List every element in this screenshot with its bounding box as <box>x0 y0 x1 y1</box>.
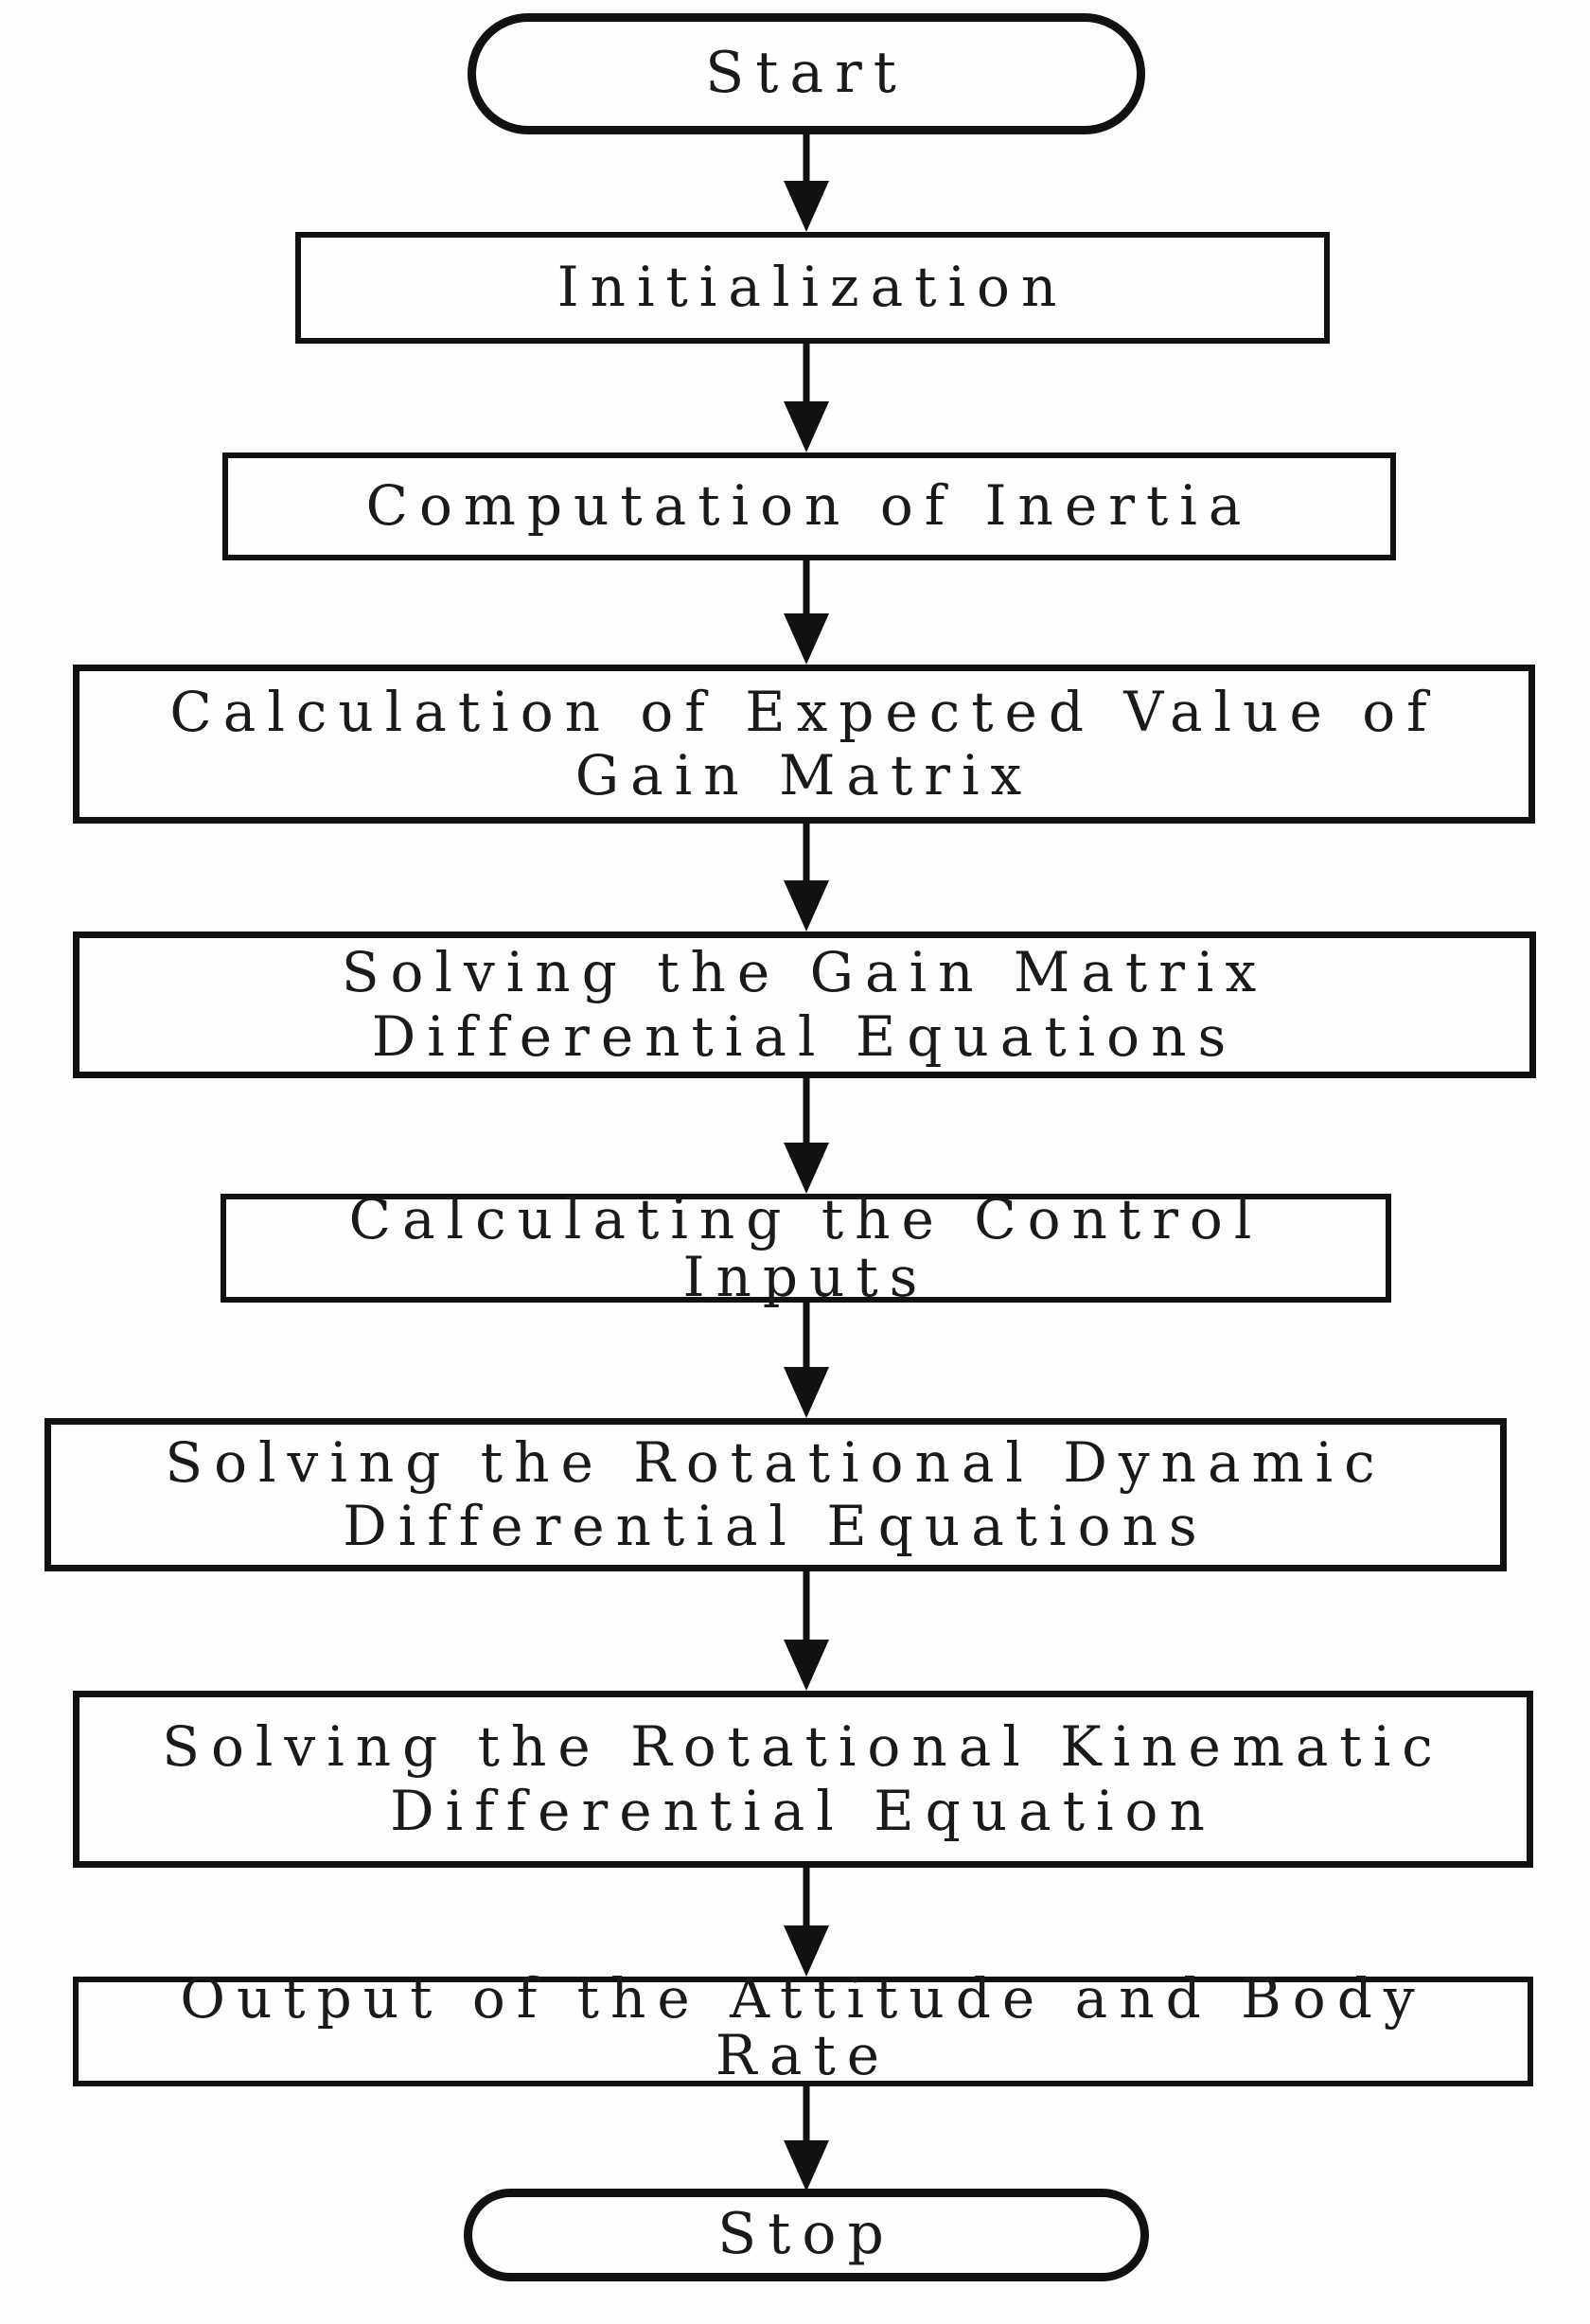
arrow-down-head-icon <box>784 613 829 665</box>
flowchart-node-solving-rotational-kinematic-differential-equation: Solving the Rotational Kinematic Differe… <box>73 1691 1533 1868</box>
arrow-shaft <box>803 1868 810 1939</box>
arrow-down-head-icon <box>784 401 829 452</box>
flow-arrow-4 <box>784 824 829 931</box>
arrow-down-head-icon <box>784 1367 829 1418</box>
flowchart-node-output-attitude-body-rate: Output of the Attitude and Body Rate <box>73 1970 1533 2086</box>
arrow-down-head-icon <box>784 1925 829 1977</box>
node-label-computation-of-inertia: Computation of Inertia <box>365 473 1253 539</box>
flowchart-node-solving-rotational-dynamic-differential-equations: Solving the Rotational Dynamic Different… <box>44 1418 1507 1571</box>
flow-arrow-7 <box>784 1571 829 1691</box>
node-label-initialization: Initialization <box>556 255 1069 320</box>
arrow-down-head-icon <box>784 181 829 232</box>
flow-arrow-3 <box>784 560 829 665</box>
node-label-stop: Stop <box>717 2201 895 2268</box>
node-label-calculating-control-inputs: Calculating the Control Inputs <box>348 1187 1263 1309</box>
arrow-shaft <box>803 824 810 894</box>
arrow-shaft <box>803 1303 810 1380</box>
arrow-down-head-icon <box>784 2140 829 2191</box>
arrow-shaft <box>803 560 810 627</box>
node-label-solving-rotational-dynamic-differential-equations: Solving the Rotational Dynamic Different… <box>165 1429 1387 1558</box>
node-label-solving-gain-matrix-differential-equations: Solving the Gain Matrix Differential Equ… <box>341 940 1268 1069</box>
node-label-output-attitude-body-rate: Output of the Attitude and Body Rate <box>180 1965 1426 2087</box>
arrow-shaft <box>803 2086 810 2154</box>
flowchart-node-initialization: Initialization <box>295 232 1330 344</box>
arrow-down-head-icon <box>784 880 829 931</box>
node-label-calculation-expected-value-gain-matrix: Calculation of Expected Value of Gain Ma… <box>169 679 1439 807</box>
node-label-solving-rotational-kinematic-differential-equation: Solving the Rotational Kinematic Differe… <box>162 1714 1444 1843</box>
flow-arrow-1 <box>784 134 829 232</box>
flowchart-node-computation-of-inertia: Computation of Inertia <box>222 452 1396 560</box>
arrow-shaft <box>803 344 810 415</box>
flow-arrow-5 <box>784 1078 829 1194</box>
arrow-shaft <box>803 134 810 194</box>
flowchart-node-calculating-control-inputs: Calculating the Control Inputs <box>221 1187 1391 1309</box>
flow-arrow-2 <box>784 344 829 452</box>
flow-arrow-8 <box>784 1868 829 1977</box>
flowchart-node-stop: Stop <box>464 2189 1149 2281</box>
arrow-down-head-icon <box>784 1640 829 1691</box>
flowchart-node-start: Start <box>468 13 1145 134</box>
node-label-start: Start <box>705 40 908 107</box>
flowchart-node-solving-gain-matrix-differential-equations: Solving the Gain Matrix Differential Equ… <box>73 931 1536 1078</box>
arrow-shaft <box>803 1078 810 1156</box>
arrow-shaft <box>803 1571 810 1653</box>
flow-arrow-6 <box>784 1303 829 1418</box>
arrow-down-head-icon <box>784 1143 829 1194</box>
flow-arrow-9 <box>784 2086 829 2191</box>
flowchart-node-calculation-expected-value-gain-matrix: Calculation of Expected Value of Gain Ma… <box>73 665 1535 824</box>
